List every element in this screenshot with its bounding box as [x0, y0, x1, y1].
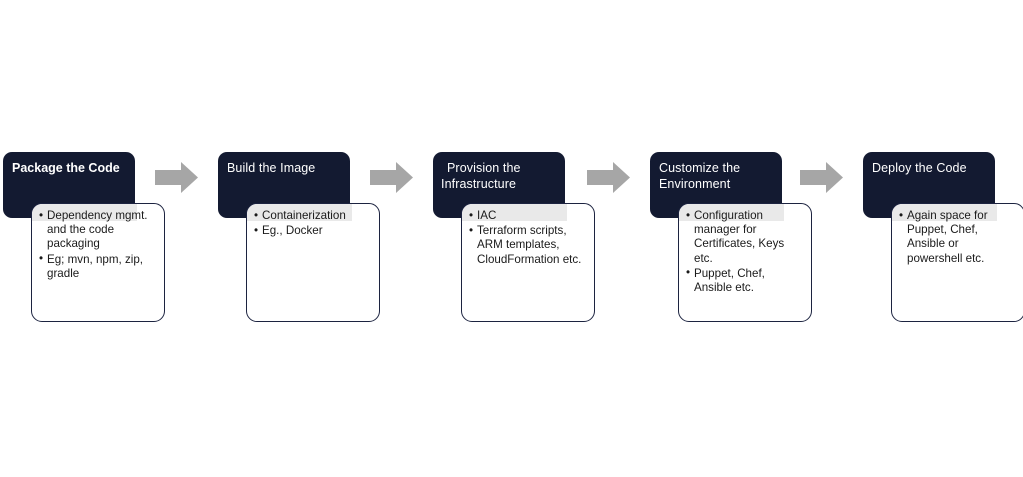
list-item: Again space for Puppet, Chef, Ansible or…: [899, 209, 1017, 266]
step-body-provision-the-infrastructure[interactable]: IAC Terraform scripts, ARM templates, Cl…: [461, 203, 595, 322]
list-item: Eg., Docker: [254, 224, 372, 238]
list-item: Eg; mvn, npm, zip, gradle: [39, 252, 157, 281]
step-title: Deploy the Code: [872, 161, 967, 175]
list-item: Terraform scripts, ARM templates, CloudF…: [469, 224, 587, 267]
step-title: Provision the Infrastructure: [441, 161, 521, 191]
step-body-package-the-code[interactable]: Dependency mgmt. and the code packaging …: [31, 203, 165, 322]
step-title: Build the Image: [227, 161, 316, 175]
list-item: Puppet, Chef, Ansible etc.: [686, 266, 804, 295]
step-bullet-list: Dependency mgmt. and the code packaging …: [32, 204, 164, 281]
step-title: Package the Code: [12, 161, 120, 175]
step-bullet-list: IAC Terraform scripts, ARM templates, Cl…: [462, 204, 594, 267]
list-item: Dependency mgmt. and the code packaging: [39, 209, 157, 252]
right-arrow-icon: [587, 162, 630, 193]
step-body-customize-the-environment[interactable]: Configuration manager for Certificates, …: [678, 203, 812, 322]
step-title: Customize the Environment: [659, 161, 741, 191]
step-bullet-list: Containerization Eg., Docker: [247, 204, 379, 238]
step-body-deploy-the-code[interactable]: Again space for Puppet, Chef, Ansible or…: [891, 203, 1023, 322]
step-body-build-the-image[interactable]: Containerization Eg., Docker: [246, 203, 380, 322]
right-arrow-icon: [155, 162, 198, 193]
list-item: Configuration manager for Certificates, …: [686, 209, 804, 266]
list-item: Containerization: [254, 208, 372, 223]
step-bullet-list: Configuration manager for Certificates, …: [679, 204, 811, 295]
step-bullet-list: Again space for Puppet, Chef, Ansible or…: [892, 204, 1023, 266]
right-arrow-icon: [370, 162, 413, 193]
right-arrow-icon: [800, 162, 843, 193]
list-item: IAC: [469, 208, 587, 223]
